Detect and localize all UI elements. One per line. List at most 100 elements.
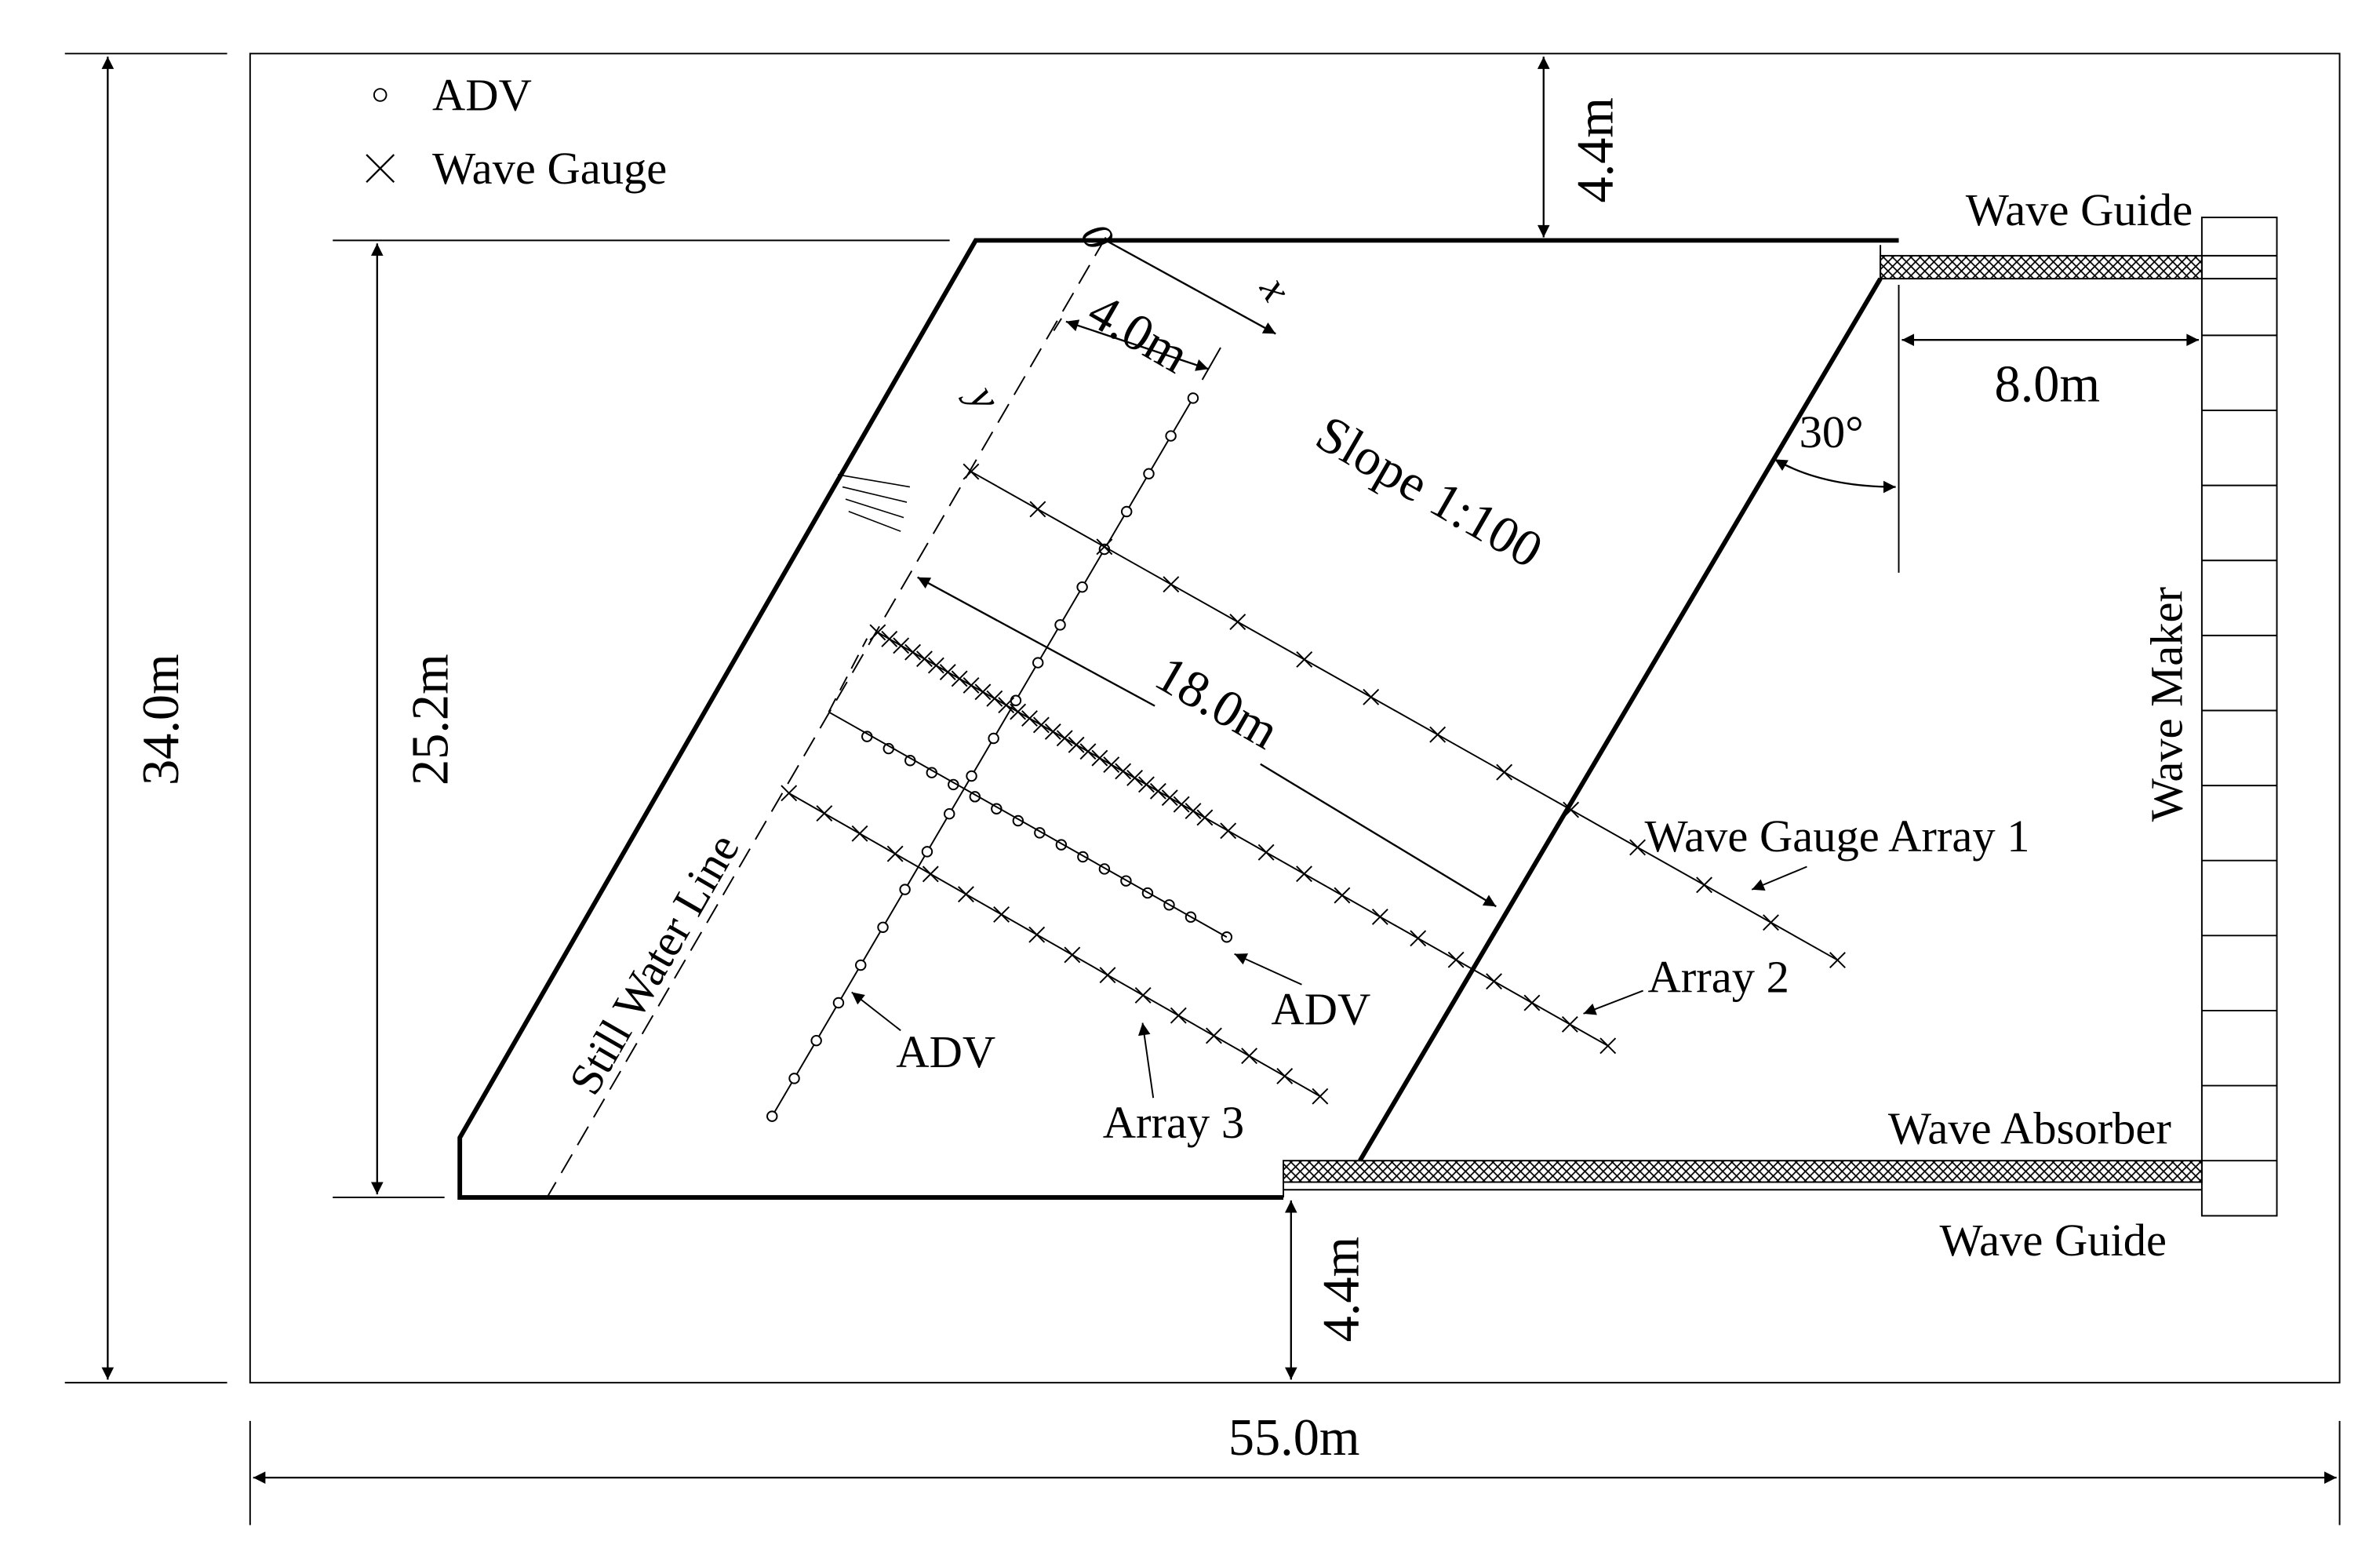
wave-gauge-mark	[1563, 801, 1580, 818]
dimension-height-total: 34.0m	[64, 53, 227, 1384]
wave-gauge-mark	[1229, 614, 1246, 631]
wave-gauge-mark	[963, 676, 980, 694]
adv-points	[766, 392, 1233, 1122]
wave-gauge-mark	[939, 664, 956, 680]
wave-gauge-mark	[1044, 723, 1061, 740]
array-3-label: Array 3	[1103, 1097, 1244, 1148]
adv-point	[966, 770, 977, 782]
wave-gauge-mark	[893, 637, 910, 654]
adv-line	[771, 397, 1194, 1117]
dimension-label-bottom-4-4m: 4.4m	[1313, 1237, 1370, 1343]
adv-point	[788, 1073, 800, 1084]
wave-guide-top-label: Wave Guide	[1966, 184, 2193, 235]
gauge-array-2	[828, 632, 1609, 1047]
wave-gauge-mark	[1170, 1007, 1187, 1024]
wave-gauge-mark	[1429, 726, 1447, 743]
dimension-basin-height: 25.2m	[370, 243, 460, 1195]
dimension-label-25-2m: 25.2m	[402, 654, 460, 785]
wave-gauge-mark	[1220, 822, 1237, 840]
legend-wave-gauge-label: Wave Gauge	[432, 143, 667, 194]
wave-gauge-mark	[1064, 946, 1081, 964]
wave-gauge-mark	[1185, 803, 1202, 820]
adv-point	[855, 959, 867, 971]
wave-gauge-mark	[998, 697, 1015, 714]
adv-point	[1187, 392, 1199, 404]
array-2-label: Array 2	[1647, 952, 1789, 1003]
basin-outline	[333, 238, 1899, 1200]
array-spacing-label: 18.0m	[1146, 645, 1289, 760]
wave-gauge-mark	[1149, 782, 1166, 800]
x-axis-label: x	[1250, 268, 1301, 309]
gauge-array-3	[788, 711, 1321, 1098]
wave-gauge-mark	[1163, 576, 1180, 593]
wave-gauge-mark	[957, 886, 974, 903]
wave-gauge-mark	[974, 683, 992, 701]
wave-guide-top: Wave Guide	[1880, 184, 2203, 280]
slope-label: Slope 1:100	[1307, 405, 1552, 580]
wave-gauge-mark	[1296, 651, 1313, 668]
adv-point	[1120, 505, 1133, 518]
wave-gauge-mark	[816, 805, 833, 822]
wave-gauge-mark	[1696, 876, 1712, 894]
basin-frame	[249, 53, 2341, 1384]
wave-gauge-mark	[1276, 1068, 1294, 1084]
wave-gauge-mark	[886, 845, 904, 862]
adv-point	[899, 884, 911, 895]
wave-gauge-mark	[1496, 763, 1513, 781]
adv-point	[1054, 619, 1066, 631]
wave-gauge-mark	[916, 650, 933, 668]
legend-adv-label: ADV	[432, 70, 532, 121]
adv-spacing-label: 4.0m	[1079, 282, 1199, 384]
wave-gauge-mark	[1829, 952, 1846, 968]
angle-label: 30°	[1800, 406, 1864, 457]
dimension-array-spacing: 18.0m	[917, 576, 1497, 908]
shoreline-hatch	[838, 474, 911, 532]
wave-gauge-mark	[904, 643, 922, 661]
wave-absorber-label: Wave Absorber	[1888, 1103, 2171, 1154]
gauge-array-1	[970, 471, 1838, 961]
wave-gauge-mark	[1312, 1088, 1329, 1105]
wave-gauge-mark	[1241, 1048, 1258, 1065]
dimension-label-8m: 8.0m	[1995, 355, 2101, 413]
wave-maker-label: Wave Maker	[2142, 587, 2193, 822]
wave-guide-bottom-label: Wave Guide	[1940, 1215, 2167, 1266]
wave-maker: Wave Maker	[2142, 217, 2278, 1217]
wave-gauge-mark	[1134, 986, 1152, 1004]
legend: ADV Wave Gauge	[366, 70, 667, 194]
dimension-guide-offset: 8.0m 30°	[1774, 284, 2199, 573]
adv-point	[1032, 657, 1044, 669]
x-axis	[1105, 239, 1276, 335]
wave-gauge-mark	[922, 865, 939, 883]
wave-gauge-mark	[1371, 908, 1388, 925]
gauge-marks	[781, 463, 1846, 1105]
wave-gauge-mark	[1091, 749, 1108, 767]
wave-gauge-mark	[869, 624, 886, 641]
adv-point	[1165, 430, 1177, 442]
wave-gauge-mark	[1021, 710, 1038, 727]
dimension-bottom-gap: 4.4m	[1284, 1200, 1370, 1380]
wave-gauge-mark	[993, 906, 1010, 923]
adv-upper-label: ADV	[1271, 984, 1370, 1035]
wave-gauge-mark	[1763, 914, 1779, 931]
wave-gauge-mark	[951, 670, 968, 687]
adv-point	[944, 807, 955, 820]
wave-gauge-mark	[1486, 973, 1502, 990]
wave-gauge-array-1-label: Wave Gauge Array 1	[1645, 811, 2030, 862]
wave-absorber: Wave Absorber Wave Guide	[1283, 1103, 2203, 1266]
wave-gauge-mark	[1103, 756, 1120, 773]
wave-gauge-mark	[1523, 994, 1541, 1011]
wave-gauge-mark	[986, 690, 1003, 707]
dimension-label-55m: 55.0m	[1228, 1409, 1360, 1467]
wave-gauge-mark	[1196, 809, 1214, 826]
y-axis-dashed	[546, 236, 1107, 1198]
wave-gauge-mark	[781, 785, 798, 802]
wave-gauge-mark	[1068, 736, 1085, 753]
wave-gauge-mark	[1138, 776, 1155, 793]
wave-gauge-mark	[1257, 844, 1275, 861]
wave-gauge-mark	[1028, 926, 1046, 943]
wave-gauge-mark	[1029, 501, 1046, 518]
wave-gauge-mark	[851, 825, 868, 842]
wave-gauge-mark	[1363, 688, 1380, 705]
wave-gauge-mark	[1161, 789, 1178, 807]
